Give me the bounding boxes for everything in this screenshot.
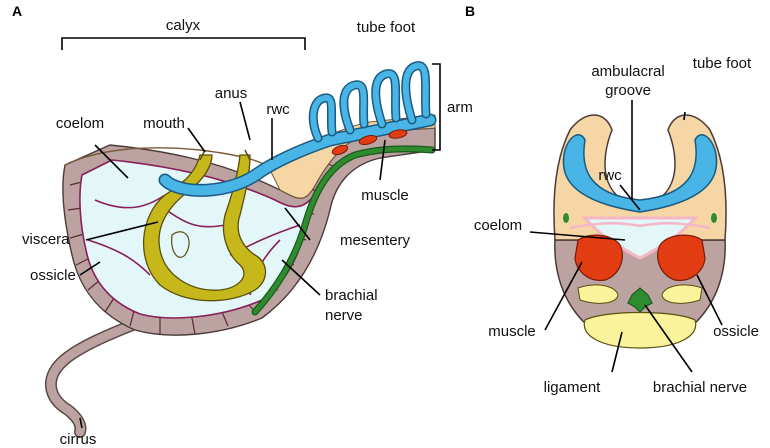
- label-tube-foot-a: tube foot: [357, 19, 416, 36]
- label-brachial-nerve-b: brachial nerve: [653, 379, 747, 396]
- label-muscle-b: muscle: [488, 323, 536, 340]
- b-muscle-left: [574, 234, 623, 282]
- tube-feet: [308, 61, 431, 143]
- b-coelom-region: [581, 216, 699, 260]
- arm-muscles: [331, 129, 408, 156]
- label-ambulacral-line1: ambulacral: [591, 63, 664, 80]
- b-ligament: [583, 311, 697, 349]
- label-tube-foot-b: tube foot: [693, 55, 752, 72]
- label-rwc-a: rwc: [266, 101, 290, 118]
- label-cirrus: cirrus: [60, 431, 97, 448]
- cirrus-segments: [44, 312, 156, 438]
- label-muscle-a: muscle: [361, 187, 409, 204]
- label-anus: anus: [215, 85, 248, 102]
- label-ossicle-a: ossicle: [30, 267, 76, 284]
- label-brachial-nerve-a-line2: nerve: [325, 307, 363, 324]
- label-brachial-nerve-a-line1: brachial: [325, 287, 378, 304]
- label-mouth: mouth: [143, 115, 185, 132]
- label-arm: arm: [447, 99, 473, 116]
- label-mesentery: mesentery: [340, 232, 411, 249]
- label-coelom-b: coelom: [474, 217, 522, 234]
- b-water-canal: [562, 134, 718, 213]
- panel-b-letter: B: [465, 3, 475, 19]
- label-coelom-a: coelom: [56, 115, 104, 132]
- label-viscera: viscera: [22, 231, 70, 248]
- panel-a: [44, 61, 437, 438]
- leader-lines: [61, 37, 723, 429]
- label-ossicle-b: ossicle: [713, 323, 759, 340]
- label-rwc-b: rwc: [598, 167, 622, 184]
- b-muscle-right: [657, 234, 706, 282]
- panel-b: [553, 114, 727, 349]
- panel-a-letter: A: [12, 3, 22, 19]
- label-ambulacral-line2: groove: [605, 82, 651, 99]
- label-ligament: ligament: [544, 379, 602, 396]
- label-calyx: calyx: [166, 17, 201, 34]
